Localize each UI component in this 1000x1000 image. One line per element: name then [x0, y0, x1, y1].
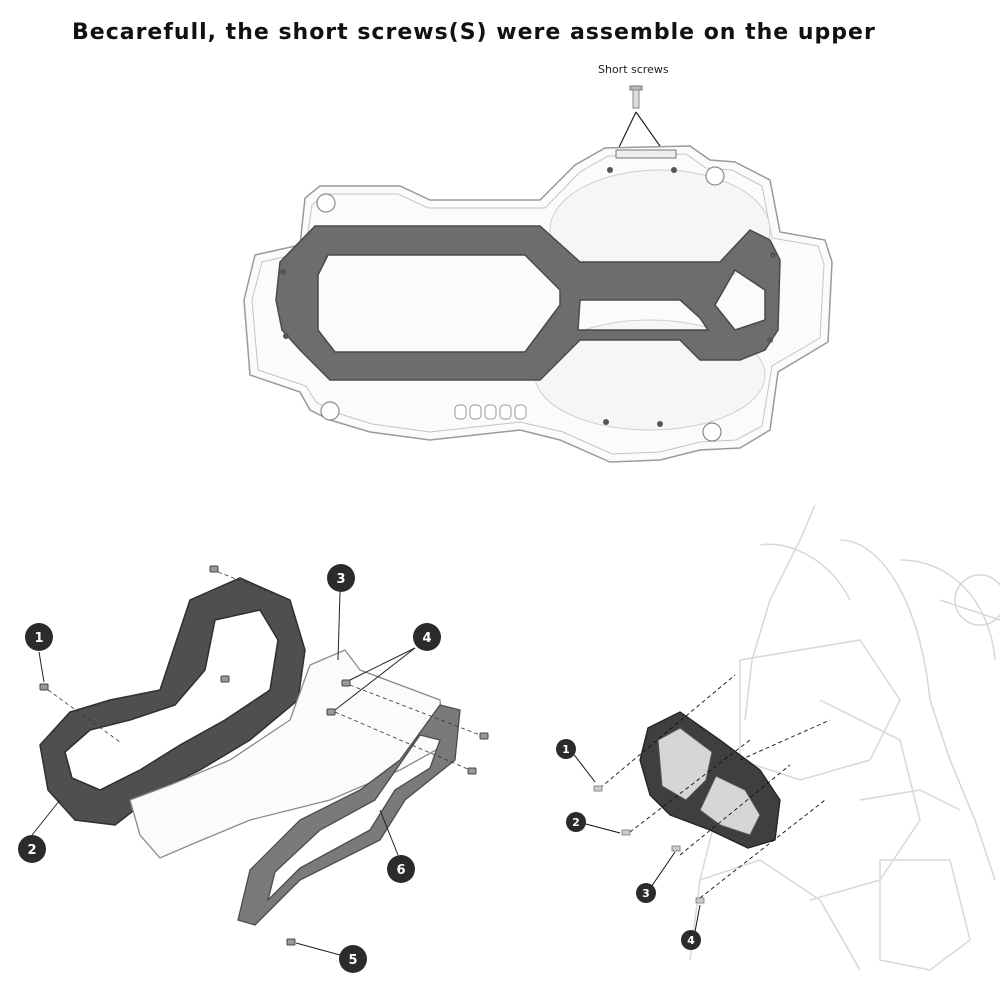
exploded-marker-1: 1 — [25, 623, 53, 651]
instruction-title: Becarefull, the short screws(S) were ass… — [72, 20, 876, 45]
install-marker-2: 2 — [566, 812, 586, 832]
top-headlight-view — [243, 85, 833, 463]
exploded-view — [31, 565, 489, 956]
top-clip — [615, 149, 677, 159]
exploded-marker-2: 2 — [18, 835, 46, 863]
install-marker-4: 4 — [681, 930, 701, 950]
install-marker-4-label: 4 — [687, 934, 695, 947]
housing-vent-slots — [454, 404, 527, 420]
exploded-leader-lines — [31, 591, 416, 956]
exploded-marker-4: 4 — [413, 623, 441, 651]
install-leader-lines — [599, 674, 831, 899]
install-view — [571, 504, 1000, 971]
install-marker-2-label: 2 — [572, 816, 580, 829]
exploded-marker-5-label: 5 — [348, 953, 357, 968]
exploded-marker-3: 3 — [327, 564, 355, 592]
clear-lens-part — [129, 649, 446, 859]
housing-mount-holes — [316, 166, 725, 442]
exploded-guide-lines — [47, 571, 481, 771]
exploded-marker-4-label: 4 — [422, 631, 431, 646]
headlight-inner-outline — [251, 153, 825, 455]
exploded-screws — [39, 565, 489, 946]
short-screw-icon — [629, 85, 643, 109]
install-marker-3: 3 — [636, 883, 656, 903]
install-marker-3-label: 3 — [642, 887, 650, 900]
installed-guard — [639, 711, 781, 849]
install-marker-1: 1 — [556, 739, 576, 759]
exploded-marker-5: 5 — [339, 945, 367, 973]
install-marker-1-label: 1 — [562, 743, 570, 756]
housing-screw-dots — [280, 167, 776, 427]
short-screws-label: Short screws — [598, 63, 669, 76]
exploded-marker-1-label: 1 — [34, 631, 43, 646]
grill-frame-part — [237, 704, 461, 926]
exploded-marker-6-label: 6 — [396, 863, 405, 878]
guard-frame — [275, 225, 781, 381]
exploded-marker-3-label: 3 — [336, 572, 345, 587]
install-screws — [593, 785, 705, 904]
exploded-marker-6: 6 — [387, 855, 415, 883]
exploded-marker-2-label: 2 — [27, 843, 36, 858]
